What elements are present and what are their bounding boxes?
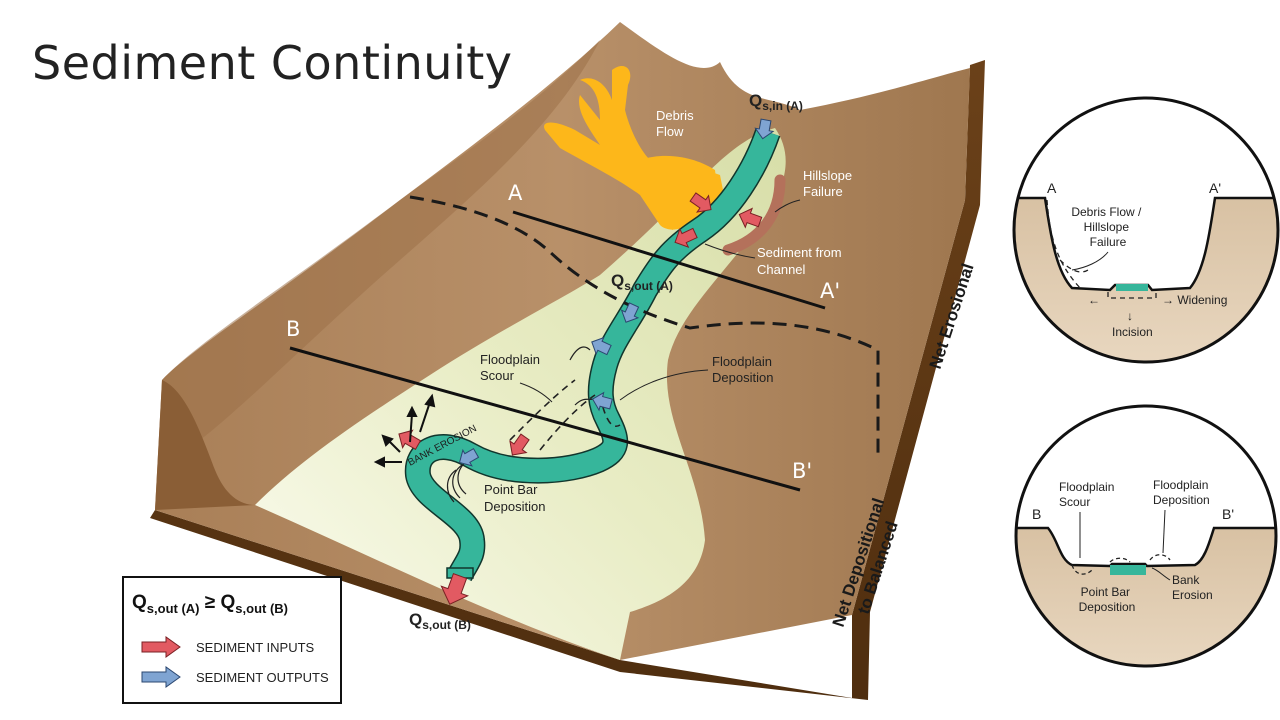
- output-arrow: [620, 302, 640, 323]
- label-floodplain-deposition: Floodplain Deposition: [712, 354, 776, 385]
- q-out-b: Qs,out (B): [409, 610, 471, 632]
- cross-section-a-callout: Debris Flow / Hillslope Failure: [1071, 205, 1144, 249]
- cross-section-b-right: B': [1222, 506, 1234, 522]
- leader-deposition: [619, 369, 709, 401]
- label-b: B: [286, 317, 300, 341]
- output-b-arrow: [440, 572, 469, 605]
- q-out-a: Qs,out (A): [611, 271, 673, 293]
- label-debris-flow: Debris Flow: [656, 108, 697, 139]
- legend: Qs,out (A) ≥ Qs,out (B) SEDIMENT INPUTS …: [122, 576, 342, 704]
- input-arrow: [689, 192, 712, 213]
- legend-outputs-label: SEDIMENT OUTPUTS: [196, 669, 329, 685]
- label-floodplain-scour: Floodplain Scour: [480, 352, 544, 383]
- cross-section-b-deposition: Floodplain Deposition: [1153, 478, 1212, 507]
- left-slope-shadow: [162, 40, 600, 440]
- cross-section-a-dash: [1046, 199, 1157, 299]
- cross-section-a: A A' Debris Flow / Hillslope Failure ← →…: [1012, 96, 1280, 364]
- section-line-a: [512, 210, 826, 310]
- sediment-output-arrows: [458, 118, 775, 467]
- input-arrow: [674, 227, 698, 249]
- label-a: A: [508, 181, 523, 205]
- cross-section-b-water: [1110, 565, 1146, 575]
- cross-section-b-left: B: [1032, 506, 1041, 522]
- label-a-prime: A': [820, 279, 840, 303]
- output-arrow: [591, 391, 613, 412]
- label-b-prime: B': [792, 459, 812, 483]
- river-channel-fill: [406, 128, 779, 581]
- input-arrow: [738, 207, 763, 229]
- legend-output-arrow-icon: [141, 666, 181, 688]
- label-sediment-from-channel: Sediment from Channel: [757, 245, 845, 277]
- cross-section-a-leader: [1071, 251, 1109, 271]
- output-arrow: [754, 118, 775, 140]
- cross-section-b-bank-leader: [1151, 567, 1171, 581]
- legend-inputs-row: SEDIMENT INPUTS: [140, 636, 314, 658]
- input-arrow: [509, 433, 530, 456]
- cross-section-b-bank-erosion: Bank Erosion: [1172, 573, 1213, 602]
- cross-section-b-point-bar: Point Bar Deposition: [1079, 585, 1136, 614]
- leader-hillslope: [774, 199, 801, 213]
- cross-section-a-widening: → Widening: [1162, 293, 1227, 307]
- q-in-a: Qs,in (A): [749, 91, 803, 113]
- legend-inputs-label: SEDIMENT INPUTS: [196, 639, 315, 655]
- legend-input-arrow-icon: [141, 636, 181, 658]
- bank-erosion-arrows: [373, 393, 436, 468]
- output-arrow: [458, 447, 480, 467]
- left-bank-lip: [155, 380, 255, 510]
- cross-section-b-deposition-leader: [1162, 509, 1166, 554]
- legend-equation: Qs,out (A) ≥ Qs,out (B): [132, 592, 288, 616]
- legend-outputs-row: SEDIMENT OUTPUTS: [140, 666, 329, 688]
- slide-title: Sediment Continuity: [32, 36, 513, 90]
- label-hillslope-failure: Hillslope Failure: [803, 168, 856, 199]
- cross-section-a-down-arrow: ↓: [1127, 309, 1133, 323]
- cross-section-a-water: [1116, 284, 1148, 291]
- hillslope-failure-scar: [722, 174, 786, 256]
- erosional-boundary: [409, 195, 880, 455]
- cross-section-a-left-arrow: ←: [1088, 293, 1100, 307]
- cross-section-a-incision: Incision: [1112, 325, 1153, 339]
- leader-scour: [519, 382, 553, 403]
- cross-section-b-scour: Floodplain Scour: [1059, 480, 1118, 509]
- cross-section-b: B B' Floodplain Scour Floodplain Deposit…: [1014, 404, 1278, 668]
- cross-section-a-left: A: [1047, 180, 1057, 196]
- cross-section-a-right: A': [1209, 180, 1221, 196]
- output-arrow: [591, 336, 612, 356]
- sediment-input-arrows: [398, 192, 763, 605]
- label-point-bar-deposition: Point Bar Deposition: [484, 482, 545, 514]
- section-line-b: [289, 346, 801, 492]
- cross-section-b-dash: [1071, 554, 1171, 575]
- leader-sediment-channel: [704, 243, 756, 259]
